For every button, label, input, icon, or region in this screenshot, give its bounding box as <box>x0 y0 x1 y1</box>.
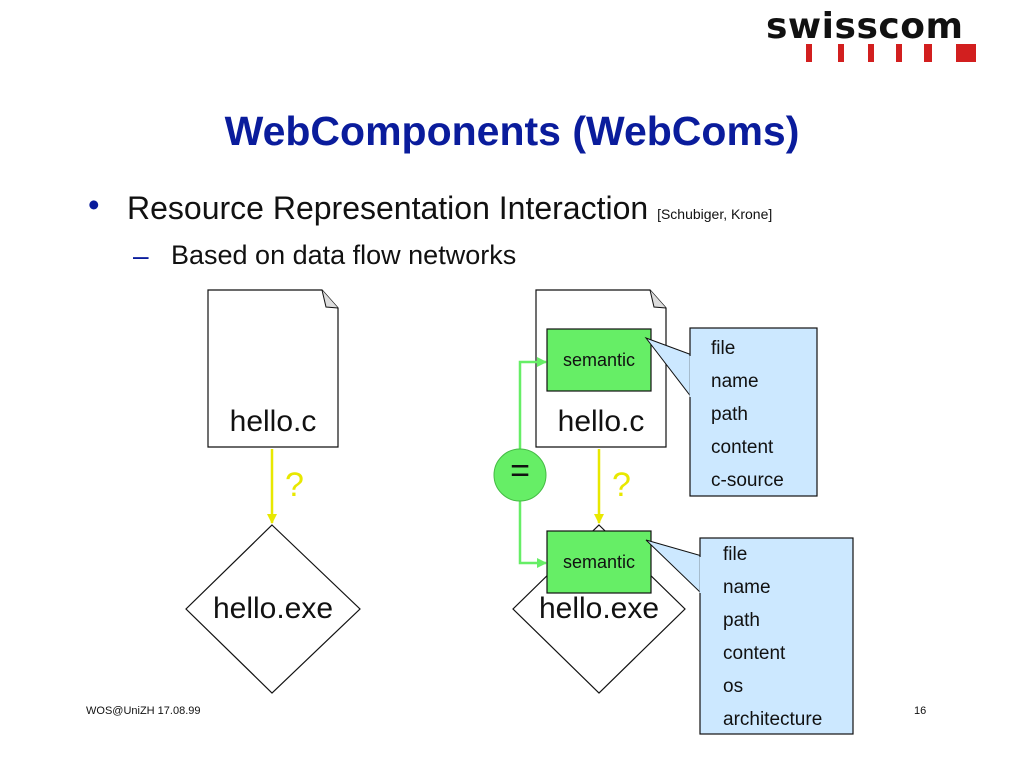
bullet-text: Resource Representation Interaction [Sch… <box>127 190 773 226</box>
sub-dash: – <box>133 240 149 271</box>
left-target-label: hello.exe <box>212 592 334 625</box>
left-source-label: hello.c <box>229 405 317 438</box>
right-source-label: hello.c <box>557 405 645 438</box>
info-bottom-item: content <box>723 643 786 664</box>
citation: [Schubiger, Krone] <box>657 206 773 222</box>
info-bottom-list: file name path content os architecture <box>723 538 822 736</box>
info-bottom-item: architecture <box>723 709 823 730</box>
logo-bars <box>806 44 976 62</box>
swisscom-logo: swisscom <box>766 6 964 47</box>
info-top-item: name <box>711 371 759 392</box>
info-top-item: file <box>711 338 736 359</box>
info-top-list: file name path content c-source <box>711 332 784 497</box>
info-bottom-box <box>699 537 854 735</box>
bullet-dot: • <box>88 186 100 223</box>
right-question-mark: ? <box>612 466 631 504</box>
info-bottom-item: name <box>723 577 771 598</box>
semantic-bottom-box <box>546 530 652 594</box>
equals-to-top-connector <box>518 357 547 456</box>
info-top-item: c-source <box>711 470 784 491</box>
left-target-diamond <box>185 524 361 694</box>
equals-to-bottom-connector <box>518 496 547 568</box>
info-top-item: content <box>711 437 774 458</box>
info-bottom-item: os <box>723 676 744 697</box>
info-bottom-item: path <box>723 610 760 631</box>
semantic-bottom-label: semantic <box>562 552 636 572</box>
info-top-item: path <box>711 404 748 425</box>
equals-label: = <box>510 452 530 490</box>
semantic-top-label: semantic <box>562 350 636 370</box>
page-title: WebComponents (WebComs) <box>224 108 800 154</box>
page-number: 16 <box>914 705 927 717</box>
info-bottom-item: file <box>723 544 748 565</box>
info-top-box <box>689 327 818 497</box>
left-question-mark: ? <box>285 466 304 504</box>
sub-bullet-text: Based on data flow networks <box>171 240 517 270</box>
left-source-document <box>207 289 339 448</box>
semantic-top-box <box>546 328 652 392</box>
footer-left: WOS@UniZH 17.08.99 <box>86 705 201 717</box>
equals-circle <box>493 448 547 502</box>
right-target-label: hello.exe <box>538 592 660 625</box>
